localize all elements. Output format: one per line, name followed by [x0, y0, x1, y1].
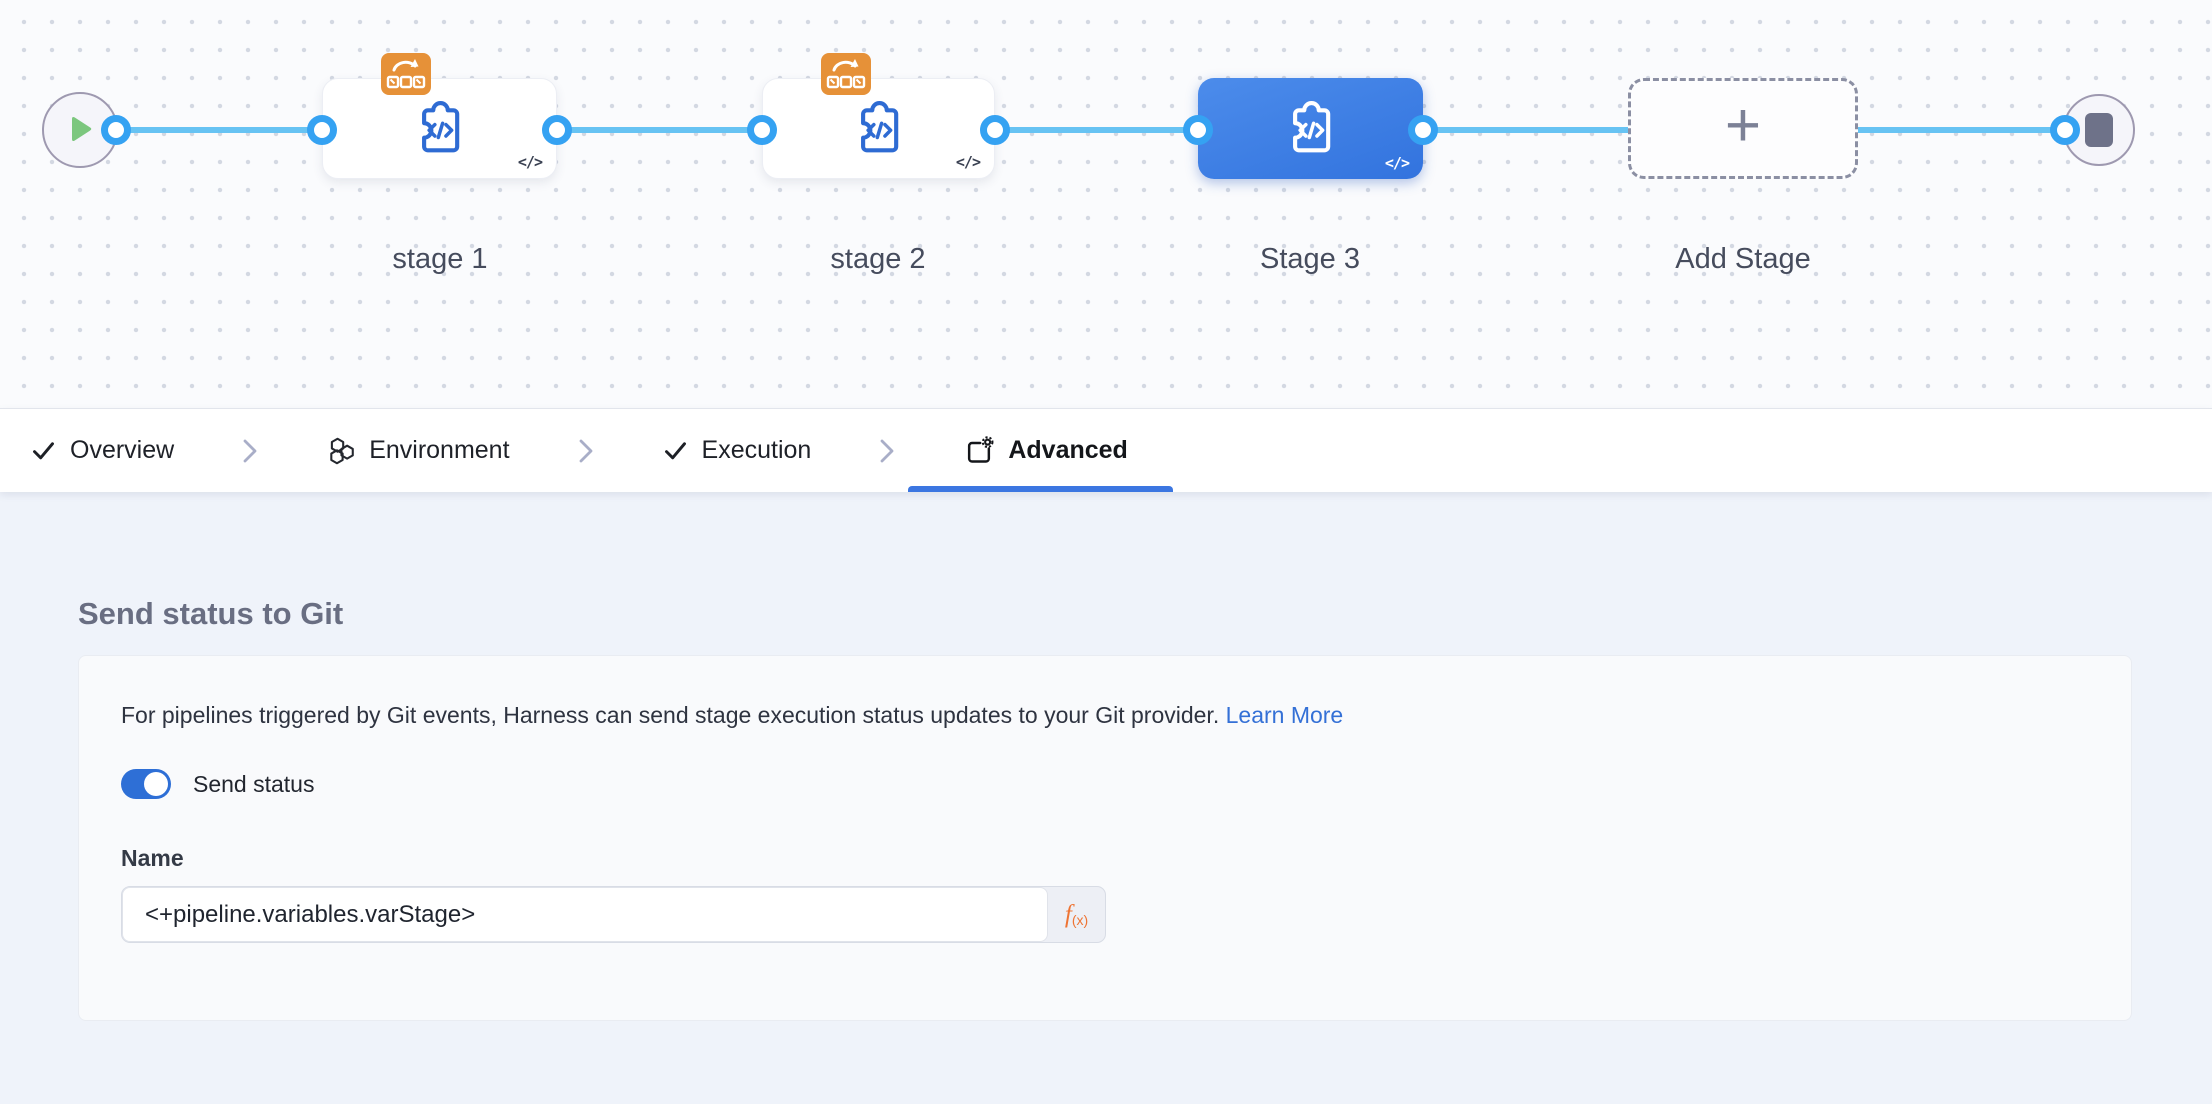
name-field-label: Name: [121, 845, 184, 871]
custom-stage-puzzle-icon: [421, 100, 459, 152]
yaml-code-indicator: </>: [955, 153, 981, 171]
port[interactable]: [980, 115, 1010, 145]
add-stage-button[interactable]: +: [1628, 78, 1858, 179]
tab-environment[interactable]: Environment: [326, 409, 510, 492]
yaml-code-indicator: </>: [1384, 154, 1410, 172]
send-status-toggle[interactable]: [121, 769, 171, 799]
yaml-code-indicator: </>: [517, 153, 543, 171]
plus-icon: +: [1724, 90, 1762, 160]
port[interactable]: [542, 115, 572, 145]
toggle-label: Send status: [193, 770, 315, 797]
pipeline-end-node: [2063, 94, 2135, 166]
tab-execution[interactable]: Execution: [662, 409, 812, 492]
stage-node-3-selected[interactable]: </>: [1198, 78, 1423, 179]
stage-label: Add Stage: [1675, 243, 1811, 275]
chevron-right-icon: [240, 436, 260, 466]
custom-stage-puzzle-icon: [860, 100, 898, 152]
pipeline-connector-line: [80, 127, 2100, 133]
tab-label: Advanced: [1008, 436, 1128, 464]
name-input-group: f(x): [121, 886, 1106, 943]
tab-advanced[interactable]: Advanced: [908, 409, 1174, 492]
stage-label: Stage 3: [1260, 243, 1360, 275]
toggle-knob: [144, 772, 168, 796]
stop-icon: [2085, 113, 2113, 147]
port[interactable]: [2050, 115, 2080, 145]
tab-label: Execution: [701, 436, 812, 464]
pipeline-start-node: [42, 92, 118, 168]
advanced-panel: Send status to Git For pipelines trigger…: [0, 492, 2212, 1104]
port[interactable]: [307, 115, 337, 145]
learn-more-link[interactable]: Learn More: [1225, 702, 1344, 728]
stage-label: stage 1: [392, 243, 488, 275]
custom-stage-puzzle-icon: [1292, 100, 1330, 152]
port[interactable]: [101, 115, 131, 145]
rolling-deploy-badge-icon: [821, 53, 871, 95]
panel-gear-icon: [968, 435, 994, 463]
stage-node-2[interactable]: </>: [762, 53, 995, 179]
play-icon: [72, 116, 92, 142]
fx-icon: f: [1064, 900, 1072, 928]
stage-config-tabbar: Overview Environment Execution: [0, 408, 2212, 492]
stage-label: stage 2: [830, 243, 926, 275]
send-status-card: For pipelines triggered by Git events, H…: [78, 655, 2132, 1021]
port[interactable]: [1408, 115, 1438, 145]
chevron-right-icon: [877, 436, 897, 466]
tab-label: Environment: [369, 436, 510, 464]
hexagons-icon: [330, 437, 354, 464]
tab-label: Overview: [70, 436, 175, 464]
send-status-description: For pipelines triggered by Git events, H…: [121, 702, 1344, 728]
port[interactable]: [747, 115, 777, 145]
rolling-deploy-badge-icon: [381, 53, 431, 95]
port[interactable]: [1183, 115, 1213, 145]
check-icon: [664, 442, 686, 460]
section-heading: Send status to Git: [78, 596, 344, 631]
stage-node-1[interactable]: </>: [322, 53, 557, 179]
expression-fx-button[interactable]: f(x): [1064, 900, 1089, 928]
pipeline-canvas[interactable]: </> </>: [0, 0, 2212, 408]
tab-overview[interactable]: Overview: [30, 409, 174, 492]
chevron-right-icon: [576, 436, 596, 466]
check-icon: [33, 442, 54, 460]
name-input[interactable]: [122, 887, 1048, 942]
